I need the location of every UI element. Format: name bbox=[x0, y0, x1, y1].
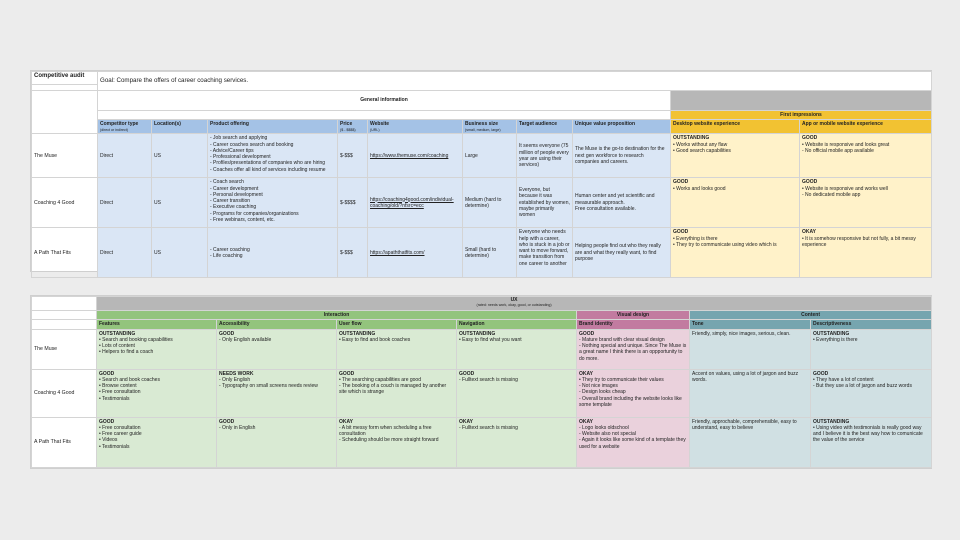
website-link[interactable]: https://www.themuse.com/coaching bbox=[367, 133, 463, 179]
cell-features: GOOD• Free consultation • Free career gu… bbox=[96, 416, 217, 468]
row-label: The Muse bbox=[31, 328, 97, 370]
section-first-impressions: First impressions bbox=[670, 109, 932, 121]
cell-features: OUTSTANDING• Search and booking capabili… bbox=[96, 328, 217, 370]
cell-size: Medium (hard to determine) bbox=[462, 177, 517, 229]
cell-brand: OKAY- Logo looks oldschool - Website als… bbox=[576, 416, 690, 468]
general-info-table: Competitive audit Goal: Compare the offe… bbox=[31, 71, 932, 279]
cell-brand: GOOD- Mature brand with clear visual des… bbox=[576, 328, 690, 370]
ux-sheet: UX(rated: needs work, okay, good, or out… bbox=[30, 295, 933, 469]
cell-uvp: Helping people find out who they really … bbox=[572, 227, 671, 279]
ux-title: UX(rated: needs work, okay, good, or out… bbox=[95, 296, 933, 311]
cell-mobile: OKAY• It is somehow responsive but not f… bbox=[799, 227, 932, 279]
col-audience: Target audience bbox=[516, 119, 573, 135]
blank-cell bbox=[31, 319, 97, 330]
col-desktop: Desktop website experience bbox=[670, 119, 800, 135]
cell-brand: OKAY• They try to communicate their valu… bbox=[576, 368, 690, 418]
blank-corner bbox=[31, 89, 98, 135]
cell-product: - Career coaching - Life coaching bbox=[207, 227, 338, 279]
cell-desktop: OUTSTANDING• Works without any flaw • Go… bbox=[670, 133, 800, 179]
cell-size: Large bbox=[462, 133, 517, 179]
section-visual: Visual design bbox=[576, 309, 690, 321]
cell-uvp: Human center and yet scientific and meas… bbox=[572, 177, 671, 229]
table-row: Coaching 4 Good GOOD• Search and book co… bbox=[31, 368, 933, 418]
gray-band bbox=[670, 90, 932, 111]
col-tone: Tone bbox=[689, 319, 811, 330]
cell-tone: Friendly, simply, nice images, serious, … bbox=[689, 328, 811, 370]
col-size: Business size(small, medium, large) bbox=[462, 119, 517, 135]
col-locations: Location(s) bbox=[151, 119, 208, 135]
section-interaction: Interaction bbox=[96, 309, 577, 321]
col-mobile: App or mobile website experience bbox=[799, 119, 932, 135]
competitive-audit-sheet: Competitive audit Goal: Compare the offe… bbox=[30, 70, 932, 279]
cell-tone: Friendly, approchable, comprehensible, e… bbox=[689, 416, 811, 468]
cell-tone: Accent on values, using a lot of jargon … bbox=[689, 368, 811, 418]
cell-audience: Everyone who needs help with a career, w… bbox=[516, 227, 573, 279]
cell-mobile: GOOD• Website is responsive and works we… bbox=[799, 177, 932, 229]
table-row: Coaching 4 Good Direct US - Coach search… bbox=[31, 177, 932, 229]
cell-accessibility: GOOD- Only English available bbox=[216, 328, 337, 370]
col-product: Product offering bbox=[207, 119, 338, 135]
table-row: The Muse Direct US - Job search and appl… bbox=[31, 133, 932, 179]
cell-type: Direct bbox=[97, 177, 152, 229]
cell-type: Direct bbox=[97, 133, 152, 179]
col-features: Features bbox=[96, 319, 217, 330]
website-link[interactable]: https://coaching4good.com/individual-coa… bbox=[367, 177, 463, 229]
cell-navigation: OKAY- Fulltext search is missing bbox=[456, 416, 577, 468]
table-row: The Muse OUTSTANDING• Search and booking… bbox=[31, 328, 933, 370]
cell-uvp: The Muse is the go-to destination for th… bbox=[572, 133, 671, 179]
website-link[interactable]: https://apaththatfits.com/ bbox=[367, 227, 463, 279]
ux-table: UX(rated: needs work, okay, good, or out… bbox=[31, 296, 933, 468]
cell-location: US bbox=[151, 177, 208, 229]
cell-mobile: GOOD• Website is responsive and looks gr… bbox=[799, 133, 932, 179]
row-label: A Path That Fits bbox=[31, 416, 97, 468]
blank-cell bbox=[31, 309, 97, 321]
cell-audience: It seems everyone (75 million of people … bbox=[516, 133, 573, 179]
row-label: The Muse bbox=[31, 133, 98, 179]
audit-goal: Goal: Compare the offers of career coach… bbox=[97, 71, 932, 91]
cell-navigation: OUTSTANDING• Easy to find what you want bbox=[456, 328, 577, 370]
table-row: A Path That Fits GOOD• Free consultation… bbox=[31, 416, 933, 468]
cell-accessibility: NEEDS WORK- Only English - Typography on… bbox=[216, 368, 337, 418]
table-row: A Path That Fits Direct US - Career coac… bbox=[31, 227, 932, 279]
section-content: Content bbox=[688, 309, 933, 321]
cell-product: - Job search and applying - Career coach… bbox=[207, 133, 338, 179]
cell-userflow: GOOD• The searching capabilities are goo… bbox=[336, 368, 457, 418]
cell-price: $-$$$ bbox=[337, 227, 368, 279]
cell-price: $-$$$$ bbox=[337, 177, 368, 229]
cell-product: - Coach search - Career development - Pe… bbox=[207, 177, 338, 229]
cell-desktop: GOOD• Works and looks good bbox=[670, 177, 800, 229]
audit-title: Competitive audit bbox=[31, 71, 98, 85]
row-label: Coaching 4 Good bbox=[31, 177, 98, 229]
col-navigation: Navigation bbox=[456, 319, 577, 330]
col-userflow: User flow bbox=[336, 319, 457, 330]
cell-userflow: OUTSTANDING• Easy to find and book coach… bbox=[336, 328, 457, 370]
row-label: Coaching 4 Good bbox=[31, 368, 97, 418]
col-brand: Brand identity bbox=[576, 319, 690, 330]
col-competitor-type: Competitor type(direct or indirect) bbox=[97, 119, 152, 135]
col-descriptiveness: Descriptiveness bbox=[809, 319, 933, 330]
cell-type: Direct bbox=[97, 227, 152, 279]
col-price: Price($ - $$$$) bbox=[337, 119, 368, 135]
cell-price: $-$$$ bbox=[337, 133, 368, 179]
cell-location: US bbox=[151, 227, 208, 279]
section-general: General information bbox=[97, 90, 671, 111]
cell-navigation: GOOD- Fulltext search is missing bbox=[456, 368, 577, 418]
blank-corner bbox=[31, 296, 97, 311]
cell-features: GOOD• Search and book coaches • Browse c… bbox=[96, 368, 217, 418]
cell-descriptiveness: OUTSTANDING• Everything is there bbox=[809, 328, 933, 370]
cell-size: Small (hard to determine) bbox=[462, 227, 517, 279]
cell-location: US bbox=[151, 133, 208, 179]
row-label: A Path That Fits bbox=[31, 227, 98, 279]
cell-desktop: GOOD• Everything is there • They try to … bbox=[670, 227, 800, 279]
col-accessibility: Accessibility bbox=[216, 319, 337, 330]
col-uvp: Unique value proposition bbox=[572, 119, 671, 135]
cell-userflow: OKAY- A bit messy form when scheduling a… bbox=[336, 416, 457, 468]
cell-audience: Everyone, but because it was established… bbox=[516, 177, 573, 229]
col-website: Website(URL) bbox=[367, 119, 463, 135]
blank-band bbox=[97, 109, 671, 121]
cell-accessibility: GOOD- Only in English bbox=[216, 416, 337, 468]
cell-descriptiveness: OUTSTANDING• Using video with testimonia… bbox=[809, 416, 933, 468]
cell-descriptiveness: GOOD• They have a lot of content - But t… bbox=[809, 368, 933, 418]
